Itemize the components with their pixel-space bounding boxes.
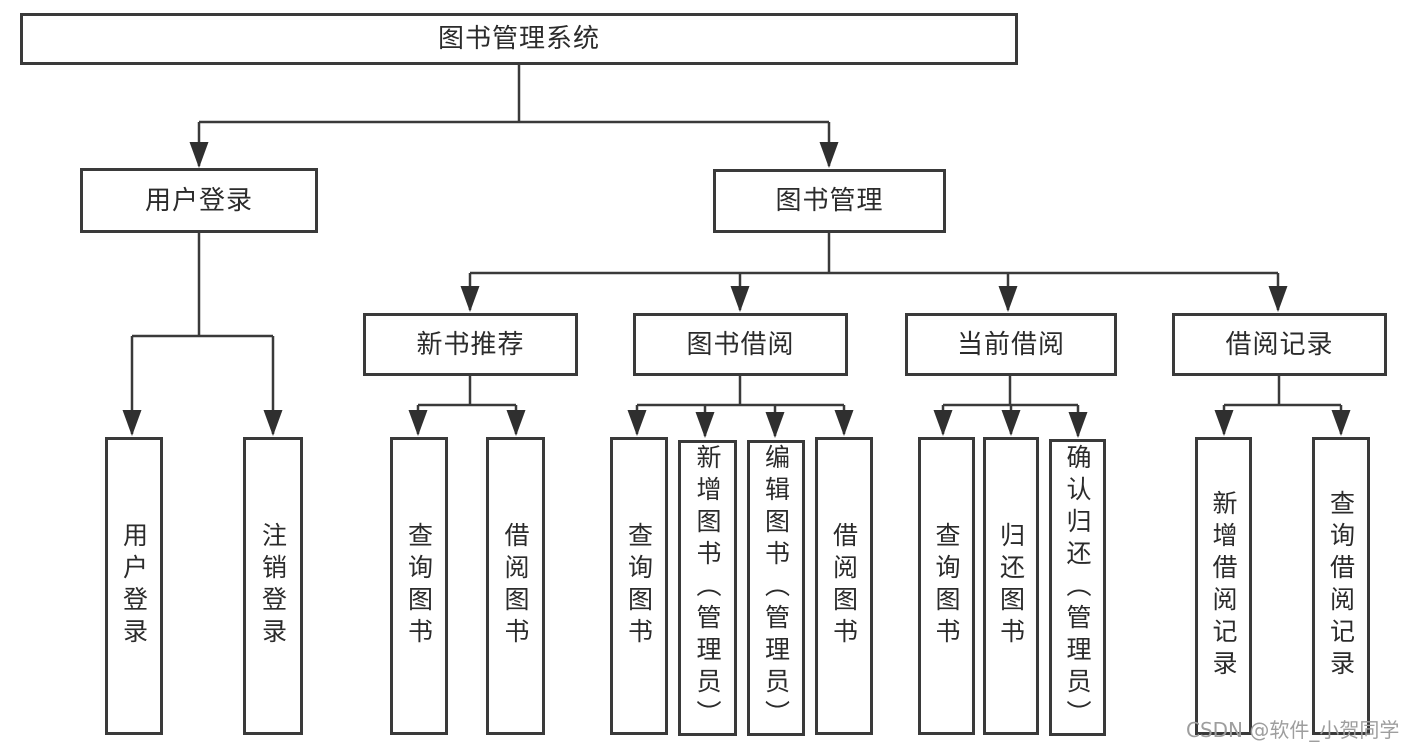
connector-newrec-to-leaves (418, 376, 516, 407)
node-label: 图书管理 (775, 186, 884, 216)
leaf-add-borrow-record: 新增借阅记录 (1195, 437, 1252, 735)
leaf-logout: 注销登录 (243, 437, 303, 735)
connector-root-to-level2 (199, 65, 829, 124)
node-book-borrowing: 图书借阅 (633, 313, 848, 376)
node-book-management: 图书管理 (713, 169, 946, 233)
connector-currentborrow-to-leaves (943, 376, 1078, 407)
node-label: 查询图书 (404, 522, 434, 650)
node-label: 新书推荐 (416, 329, 525, 360)
node-borrowing-records: 借阅记录 (1172, 313, 1387, 376)
node-label: 新增图书（管理员） (693, 444, 722, 732)
leaf-newrec-borrow-books: 借阅图书 (486, 437, 545, 735)
leaf-user-login: 用户登录 (105, 437, 163, 735)
connector-bookmgmt-to-level3 (470, 233, 1278, 275)
connector-bookborrow-to-leaves (637, 376, 844, 407)
node-label: 借阅图书 (829, 522, 859, 650)
leaf-return-books: 归还图书 (983, 437, 1039, 735)
node-root-library-management-system: 图书管理系统 (20, 13, 1018, 65)
connector-borrowrecord-to-leaves (1224, 376, 1341, 407)
leaf-confirm-return-admin: 确认归还（管理员） (1049, 439, 1106, 736)
node-label: 当前借阅 (956, 329, 1065, 360)
node-label: 查询图书 (624, 522, 654, 650)
leaf-current-query-books: 查询图书 (918, 437, 975, 735)
node-label: 归还图书 (996, 522, 1026, 650)
node-user-login: 用户登录 (80, 168, 318, 233)
node-current-borrowing: 当前借阅 (905, 313, 1117, 376)
node-new-book-recommendation: 新书推荐 (363, 313, 578, 376)
node-label: 新增借阅记录 (1209, 490, 1238, 682)
node-label: 查询图书 (932, 522, 961, 650)
node-label: 用户登录 (144, 185, 253, 216)
connector-userlogin-to-leaves (132, 233, 273, 338)
node-label: 确认归还（管理员） (1063, 443, 1092, 732)
node-label: 编辑图书（管理员） (761, 444, 791, 732)
node-label: 图书管理系统 (437, 24, 600, 54)
node-label: 注销登录 (258, 522, 288, 650)
csdn-watermark: CSDN @软件_小贺同学 (1186, 718, 1400, 742)
leaf-add-books-admin: 新增图书（管理员） (678, 440, 737, 736)
leaf-newrec-query-books: 查询图书 (390, 437, 448, 735)
leaf-borrow-borrow-books: 借阅图书 (815, 437, 873, 735)
leaf-edit-books-admin: 编辑图书（管理员） (747, 440, 805, 736)
arrowheads (122, 122, 1351, 438)
node-label: 查询借阅记录 (1326, 490, 1356, 682)
node-label: 用户登录 (119, 522, 149, 650)
leaf-query-borrow-record: 查询借阅记录 (1312, 437, 1370, 735)
leaf-borrow-query-books: 查询图书 (610, 437, 668, 735)
node-label: 借阅记录 (1225, 329, 1334, 360)
node-label: 借阅图书 (501, 522, 530, 650)
node-label: 图书借阅 (686, 329, 795, 360)
